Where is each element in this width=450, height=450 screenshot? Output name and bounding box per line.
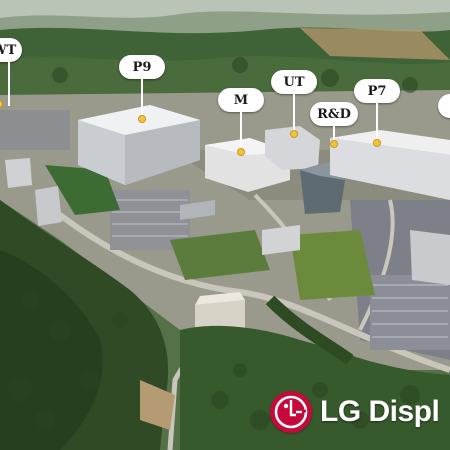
pin-label: UT [271,70,317,94]
pin-stem [8,62,10,106]
pin-stem [376,103,378,141]
pin-m[interactable]: M [218,88,264,156]
pin-stem [240,112,242,150]
pin-marker-icon [138,115,146,123]
pin-label: P9 [119,55,165,79]
pin-label: M [218,88,264,112]
pin-marker-icon [237,148,245,156]
pin-label: P7 [354,79,400,103]
logo-wordmark: LG Displ [320,395,440,428]
pin-marker-icon [373,139,381,147]
lg-face-logo-icon [270,391,312,433]
pin-marker-icon [290,130,298,138]
pin-label: WT [0,38,23,62]
pin-stem [293,94,295,132]
pin-label [438,94,450,118]
pin-label: R&D [310,102,358,126]
pin-marker-icon [330,140,338,148]
pin-offscreen[interactable] [438,94,450,154]
pin-p7[interactable]: P7 [354,79,400,147]
lg-display-logo: LG Displ [270,390,440,434]
pin-p9[interactable]: P9 [119,55,165,123]
pin-stem [333,126,335,142]
pin-rd[interactable]: R&D [310,102,358,162]
pin-ut[interactable]: UT [271,70,317,138]
pin-stem [141,79,143,117]
pin-wt[interactable]: WT [0,38,32,108]
